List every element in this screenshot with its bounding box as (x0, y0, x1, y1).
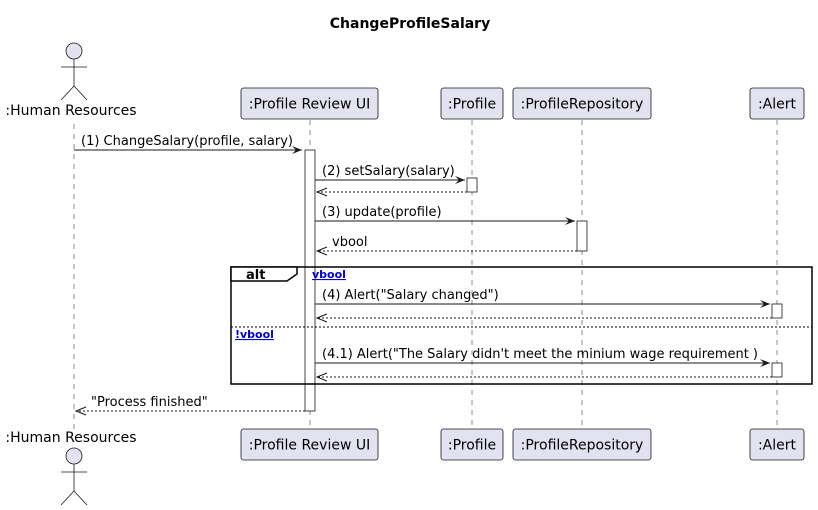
participant-box (240, 428, 379, 461)
activation-bar-profile-review-ui (304, 149, 316, 412)
guard-label: !vbool (235, 328, 274, 341)
message-label: (1) ChangeSalary(profile, salary) (81, 134, 293, 149)
activation-bar-profile-repository (576, 220, 588, 252)
participant-box (240, 87, 379, 120)
alt-frame (230, 266, 813, 385)
participant-box (440, 87, 504, 120)
guard-label: vbool (312, 268, 346, 281)
message-4: (4) Alert("Salary changed") (315, 288, 770, 308)
participant-profile-review-ui-bottom: :Profile Review UI (240, 428, 379, 461)
participant-profile-review-ui-top: :Profile Review UI (240, 87, 379, 120)
message-label: (4) Alert("Salary changed") (322, 288, 499, 303)
participant-label: :Profile (448, 97, 496, 113)
actor-head (65, 447, 83, 465)
participant-profile-repository-top: :ProfileRepository (512, 87, 652, 120)
actor-label: :Human Resources (5, 430, 136, 446)
participant-label: :ProfileRepository (521, 438, 644, 454)
activation-bar-alert (771, 362, 783, 378)
message-label: (4.1) Alert("The Salary didn't meet the … (322, 347, 758, 362)
arrowhead (292, 146, 302, 154)
arrowhead (315, 313, 328, 323)
participant-label: :Alert (758, 438, 797, 454)
participant-box (440, 428, 504, 461)
arrowhead (315, 246, 328, 256)
participant-box (512, 428, 652, 461)
participant-box (749, 428, 805, 461)
actor-human-resources-top: :Human Resources (5, 42, 137, 119)
message-4-return (315, 313, 772, 323)
message-3: (3) update(profile) (315, 205, 575, 225)
arrowhead (315, 187, 328, 197)
activation-bar-alert (771, 303, 783, 319)
arrowhead (760, 359, 770, 367)
arrowhead (565, 217, 575, 225)
participant-box (749, 87, 805, 120)
participant-profile-top: :Profile (440, 87, 504, 120)
participant-label: :Profile Review UI (249, 438, 370, 454)
message-2: (2) setSalary(salary) (315, 164, 465, 184)
alt-tab (230, 266, 298, 282)
participant-profile-repository-bottom: :ProfileRepository (512, 428, 652, 461)
message-4-1: (4.1) Alert("The Salary didn't meet the … (315, 347, 770, 367)
participant-label: :ProfileRepository (521, 97, 644, 113)
actor-human-resources-bottom: :Human Resources (5, 430, 137, 506)
alt-fragment: alt vbool !vbool (230, 266, 813, 385)
alt-label: alt (246, 268, 265, 283)
participant-label: :Profile (448, 438, 496, 454)
participant-box (512, 87, 652, 120)
arrowhead (315, 372, 328, 382)
actor-label: :Human Resources (5, 103, 136, 119)
activation-bar-profile (466, 177, 478, 193)
diagram-title: ChangeProfileSalary (330, 16, 490, 32)
arrowhead (455, 176, 465, 184)
participant-alert-top: :Alert (749, 87, 805, 120)
participant-label: :Alert (758, 97, 797, 113)
arrowhead (74, 406, 87, 416)
participant-profile-bottom: :Profile (440, 428, 504, 461)
message-label: "Process finished" (91, 395, 208, 410)
message-1: (1) ChangeSalary(profile, salary) (74, 134, 302, 154)
message-label: (2) setSalary(salary) (322, 164, 455, 179)
message-label: (3) update(profile) (322, 205, 442, 220)
message-label: vbool (332, 235, 367, 250)
message-final-return: "Process finished" (74, 395, 305, 416)
message-4-1-return (315, 372, 772, 382)
participant-alert-bottom: :Alert (749, 428, 805, 461)
actor-head (65, 42, 83, 60)
message-2-return (315, 187, 467, 197)
message-3-return: vbool (315, 235, 577, 256)
arrowhead (760, 300, 770, 308)
participant-label: :Profile Review UI (249, 97, 370, 113)
